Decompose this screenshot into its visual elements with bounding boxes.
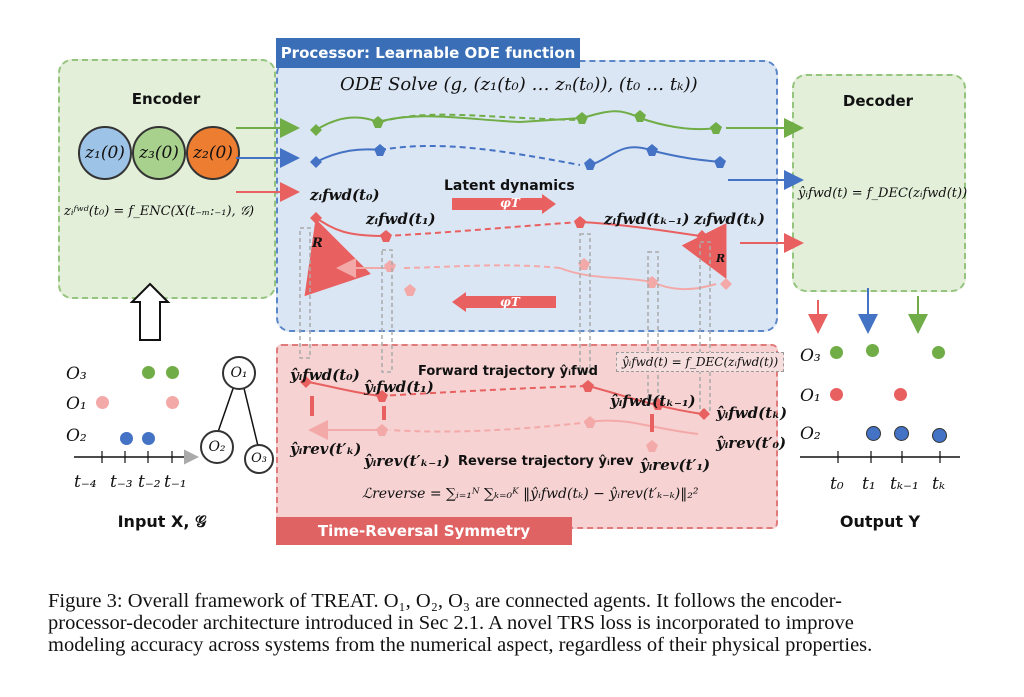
trs-title: Time-Reversal Symmetry Constraint: [276, 517, 572, 568]
forward-trajectory-label: Forward trajectory ŷᵢfwd: [418, 364, 598, 379]
trs-inline-formula: ŷᵢfwd(t) = f_DEC(zᵢfwd(t)): [616, 352, 785, 372]
output-tick: tₖ: [932, 474, 946, 494]
graph-node-o2: O₂: [200, 430, 234, 464]
trs-box: [276, 344, 778, 529]
y-fwd-t0: ŷᵢfwd(t₀): [290, 366, 360, 384]
y-rev-tk: ŷᵢrev(t′ₖ): [290, 440, 362, 458]
input-tick: t₋₂: [138, 472, 161, 492]
encoder-title: Encoder: [131, 90, 201, 108]
green-marker: [634, 110, 646, 122]
output-dot: [894, 388, 907, 401]
decoder-formula: ŷᵢfwd(t) = f_DEC(zᵢfwd(t)): [798, 186, 968, 201]
input-agent-o3: O₃: [66, 364, 87, 384]
decoder-title: Decoder: [842, 92, 914, 110]
y-fwd-tk1: ŷᵢfwd(tₖ₋₁): [610, 392, 696, 410]
input-label: Input X, 𝒢: [117, 512, 207, 531]
phi-arrow-right: [452, 194, 556, 214]
output-tick: tₖ₋₁: [890, 474, 919, 494]
green-marker: [576, 112, 588, 124]
input-dot: [142, 432, 155, 445]
y-rev-tk1: ŷᵢrev(t′ₖ₋₁): [364, 452, 450, 470]
input-agent-o1: O₁: [66, 394, 87, 414]
output-dot: [866, 344, 879, 357]
phi-arrow-left: [452, 292, 556, 312]
r-label-left: R: [312, 236, 323, 251]
encoder-box: [58, 59, 276, 299]
output-tick: t₀: [830, 474, 844, 494]
input-tick: t₋₃: [110, 472, 133, 492]
node-z1: z₁(0): [78, 126, 132, 180]
graph-node-o3: O₃: [244, 444, 274, 474]
r-label-right: R: [716, 252, 726, 265]
processor-title: Processor: Learnable ODE function: [276, 38, 580, 68]
output-dot: [830, 388, 843, 401]
latent-dynamics-label: Latent dynamics: [444, 178, 575, 194]
z-t0-label: zᵢfwd(t₀): [310, 186, 380, 204]
caption-line: processor-decoder architecture introduce…: [48, 612, 854, 634]
input-agent-o2: O₂: [66, 426, 87, 446]
figure-caption: Figure 3: Overall framework of TREAT. O₁…: [48, 590, 988, 656]
input-dot: [166, 366, 179, 379]
encoder-formula: zᵢᶠʷᵈ(t₀) = f_ENC(X(t₋ₘ:₋₁), 𝒢): [64, 204, 255, 219]
output-dot: [894, 426, 909, 441]
output-agent-o2: O₂: [800, 424, 821, 444]
input-tick: t₋₁: [164, 472, 187, 492]
output-agent-o3: O₃: [800, 346, 821, 366]
input-dot: [142, 366, 155, 379]
graph-node-o1: O₁: [222, 356, 256, 390]
z-t1-label: zᵢfwd(t₁): [366, 210, 436, 228]
y-rev-t1: ŷᵢrev(t′₁): [640, 456, 711, 474]
node-z3: z₃(0): [132, 126, 186, 180]
ode-solve: ODE Solve (g, (z₁(t₀) … zₙ(t₀)), (t₀ … t…: [340, 74, 698, 95]
phi-top: φT: [500, 196, 520, 210]
green-marker: [710, 122, 722, 134]
loss-formula: ℒreverse = ∑ᵢ₌₁ᴺ ∑ₖ₌₀ᴷ ‖ŷᵢfwd(tₖ) − ŷᵢre…: [362, 486, 699, 502]
node-z2: z₂(0): [186, 126, 240, 180]
z-tk1-label: zᵢfwd(tₖ₋₁): [604, 210, 690, 228]
output-label: Output Y: [839, 512, 921, 531]
input-arrow: [129, 282, 171, 341]
output-dot: [866, 426, 881, 441]
green-marker: [310, 124, 322, 136]
z-tk-label: zᵢfwd(tₖ): [694, 210, 765, 228]
input-dot: [166, 396, 179, 409]
output-agent-o1: O₁: [800, 386, 821, 406]
y-rev-t0: ŷᵢrev(t′₀): [716, 434, 787, 452]
caption-line: Figure 3: Overall framework of TREAT. O₁…: [48, 590, 842, 612]
output-tick: t₁: [862, 474, 876, 494]
decoder-box: [792, 74, 966, 292]
y-fwd-t1: ŷᵢfwd(t₁): [364, 378, 434, 396]
output-dot: [932, 346, 945, 359]
input-tick: t₋₄: [74, 472, 97, 492]
output-dot: [932, 428, 947, 443]
green-marker: [372, 116, 384, 128]
phi-bottom: φT: [500, 295, 520, 309]
y-fwd-tk: ŷᵢfwd(tₖ): [716, 404, 788, 422]
caption-line: modeling accuracy across systems from th…: [48, 634, 873, 656]
blue-traj: [315, 148, 381, 163]
reverse-trajectory-label: Reverse trajectory ŷᵢrev: [458, 454, 634, 469]
input-dot: [96, 396, 109, 409]
output-dot: [830, 346, 843, 359]
input-dot: [120, 432, 133, 445]
